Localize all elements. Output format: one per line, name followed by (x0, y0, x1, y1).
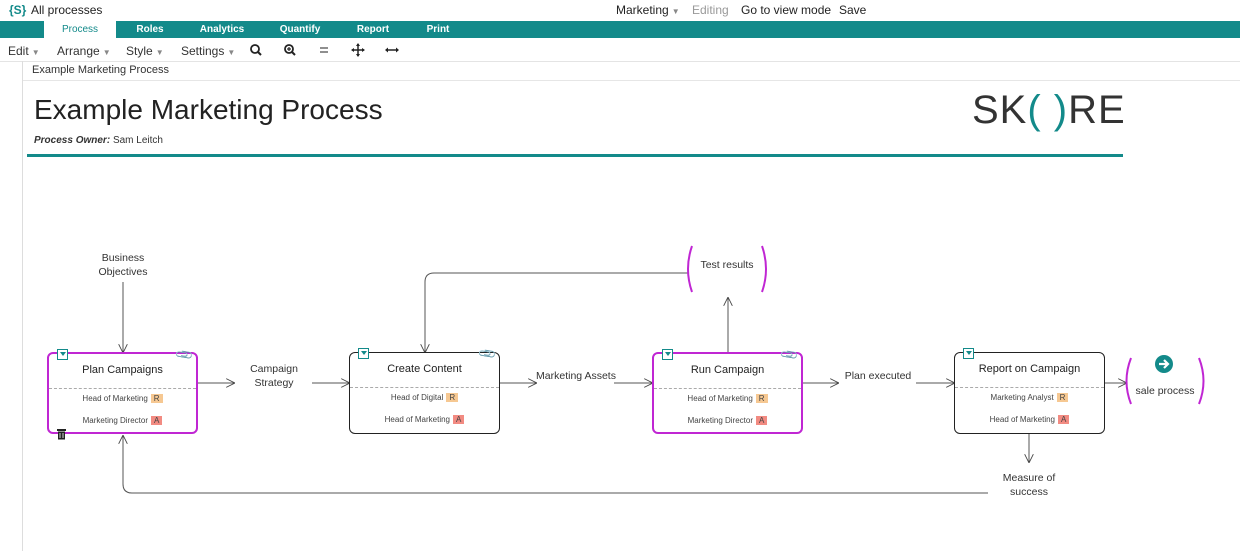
header-underline (27, 154, 1123, 157)
bracket-right (1198, 357, 1205, 405)
bracket-left (1125, 357, 1132, 405)
chevron-down-icon: ▼ (102, 48, 111, 57)
canvas-left-border (22, 61, 23, 551)
divider (350, 387, 499, 388)
edit-menu[interactable]: Edit▼ (8, 44, 40, 58)
style-menu[interactable]: Style▼ (126, 44, 164, 58)
tab-analytics[interactable]: Analytics (199, 24, 245, 35)
divider (49, 388, 196, 389)
responsible-badge: R (1056, 393, 1069, 402)
owner-name: Sam Leitch (112, 135, 163, 146)
accountable-badge: A (151, 416, 163, 425)
output-campaign-strategy[interactable]: Campaign Strategy (250, 363, 298, 389)
link-sale-process[interactable]: sale process (1135, 385, 1195, 397)
responsible-badge: R (150, 394, 163, 403)
settings-menu[interactable]: Settings▼ (181, 44, 235, 58)
responsible-badge: R (446, 393, 459, 402)
connector-feedback-loop[interactable] (425, 272, 688, 352)
input-business-objectives[interactable]: Business Objectives (98, 252, 148, 278)
activity-title: Plan Campaigns (82, 364, 163, 376)
expand-icon[interactable] (57, 349, 68, 360)
divider (654, 388, 801, 389)
tab-bar: Process Roles Analytics Quantify Report … (0, 21, 1240, 38)
zoom-in-icon[interactable] (282, 42, 298, 58)
accountable-badge: A (453, 415, 465, 424)
tab-roles[interactable]: Roles (136, 24, 164, 35)
all-processes-link[interactable]: All processes (31, 3, 103, 17)
style-label: Style (126, 44, 153, 58)
expand-icon[interactable] (358, 348, 369, 359)
expand-icon[interactable] (662, 349, 673, 360)
arrange-label: Arrange (57, 44, 100, 58)
divider (955, 387, 1104, 388)
move-icon[interactable] (350, 42, 366, 58)
fit-width-icon[interactable] (384, 42, 400, 58)
zoom-out-icon[interactable] (248, 42, 264, 58)
tab-quantify[interactable]: Quantify (279, 24, 321, 35)
toolbar: Edit▼ Arrange▼ Style▼ Settings▼ (0, 39, 1240, 62)
activity-title: Report on Campaign (978, 363, 1081, 375)
divider (23, 80, 1240, 81)
output-measure-of-success[interactable]: Measure of success (1002, 472, 1056, 498)
page-title: Example Marketing Process (34, 94, 383, 125)
output-plan-executed[interactable]: Plan executed (844, 370, 912, 382)
breadcrumb[interactable]: Example Marketing Process (32, 64, 169, 76)
bracket-right (761, 245, 767, 293)
chevron-down-icon: ▼ (31, 48, 40, 57)
edit-label: Edit (8, 44, 29, 58)
tab-process[interactable]: Process (44, 21, 116, 38)
view-mode-button[interactable]: Go to view mode (741, 3, 832, 17)
equal-size-icon[interactable] (316, 42, 332, 58)
marketing-label: Marketing (616, 3, 669, 17)
process-owner: Process Owner: Sam Leitch (34, 135, 163, 146)
chevron-down-icon: ▼ (155, 48, 164, 57)
editing-status: Editing (692, 3, 729, 17)
brand-logo: SK( )RE (972, 88, 1126, 132)
top-bar: {S} All processes Marketing▼ Editing Go … (0, 0, 1240, 21)
marketing-dropdown[interactable]: Marketing▼ (616, 3, 680, 17)
activity-title: Create Content (387, 363, 462, 375)
app-logo[interactable]: {S} (9, 3, 27, 17)
owner-label: Process Owner: (34, 135, 111, 146)
output-test-results[interactable]: Test results (700, 259, 754, 271)
bracket-left (687, 245, 693, 293)
connector-return-loop[interactable] (123, 436, 988, 494)
output-marketing-assets[interactable]: Marketing Assets (536, 370, 616, 382)
chevron-down-icon: ▼ (227, 48, 236, 57)
tab-print[interactable]: Print (426, 24, 450, 35)
arrow-right-icon[interactable] (1155, 355, 1173, 373)
accountable-badge: A (1058, 415, 1070, 424)
activity-title: Run Campaign (690, 364, 765, 376)
expand-icon[interactable] (963, 348, 974, 359)
settings-label: Settings (181, 44, 225, 58)
save-button[interactable]: Save (839, 3, 867, 17)
chevron-down-icon: ▼ (671, 7, 680, 16)
trash-icon[interactable] (56, 428, 67, 440)
arrange-menu[interactable]: Arrange▼ (57, 44, 111, 58)
tab-report[interactable]: Report (356, 24, 390, 35)
accountable-badge: A (756, 416, 768, 425)
responsible-badge: R (755, 394, 768, 403)
